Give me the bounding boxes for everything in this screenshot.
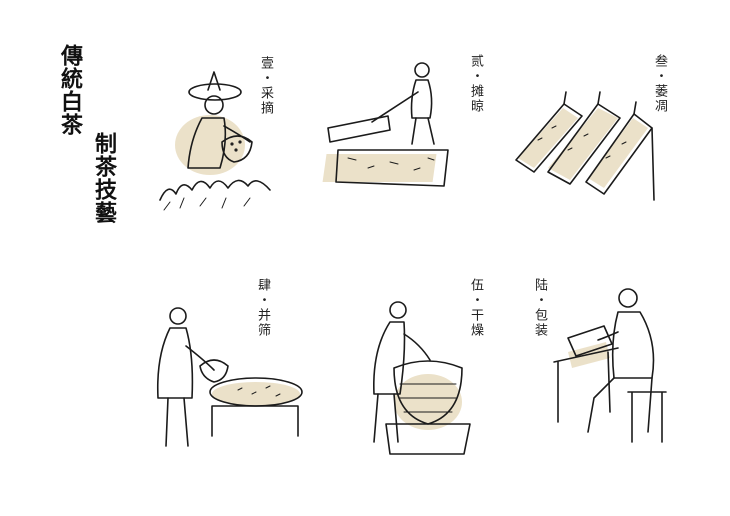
combining-scene-illustration: [156, 307, 303, 447]
packing-scene-illustration: [553, 288, 667, 443]
drying-scene-illustration: [373, 301, 471, 455]
title-line-2: 制茶技藝: [91, 132, 117, 224]
step-label-4: 肆・并筛: [255, 278, 270, 338]
picking-scene-illustration: [159, 71, 271, 211]
step-label-6: 陆・包装: [532, 278, 547, 338]
step-label-5: 伍・干燥: [468, 278, 483, 338]
spreading-scene-illustration: [322, 62, 449, 187]
step-label-2: 贰・摊晾: [468, 54, 483, 114]
withering-scene-illustration: [515, 91, 655, 201]
title-line-1: 傳統白茶: [57, 44, 83, 136]
step-label-3: 叁・萎凋: [652, 54, 667, 114]
step-label-1: 壹・采摘: [258, 56, 273, 116]
